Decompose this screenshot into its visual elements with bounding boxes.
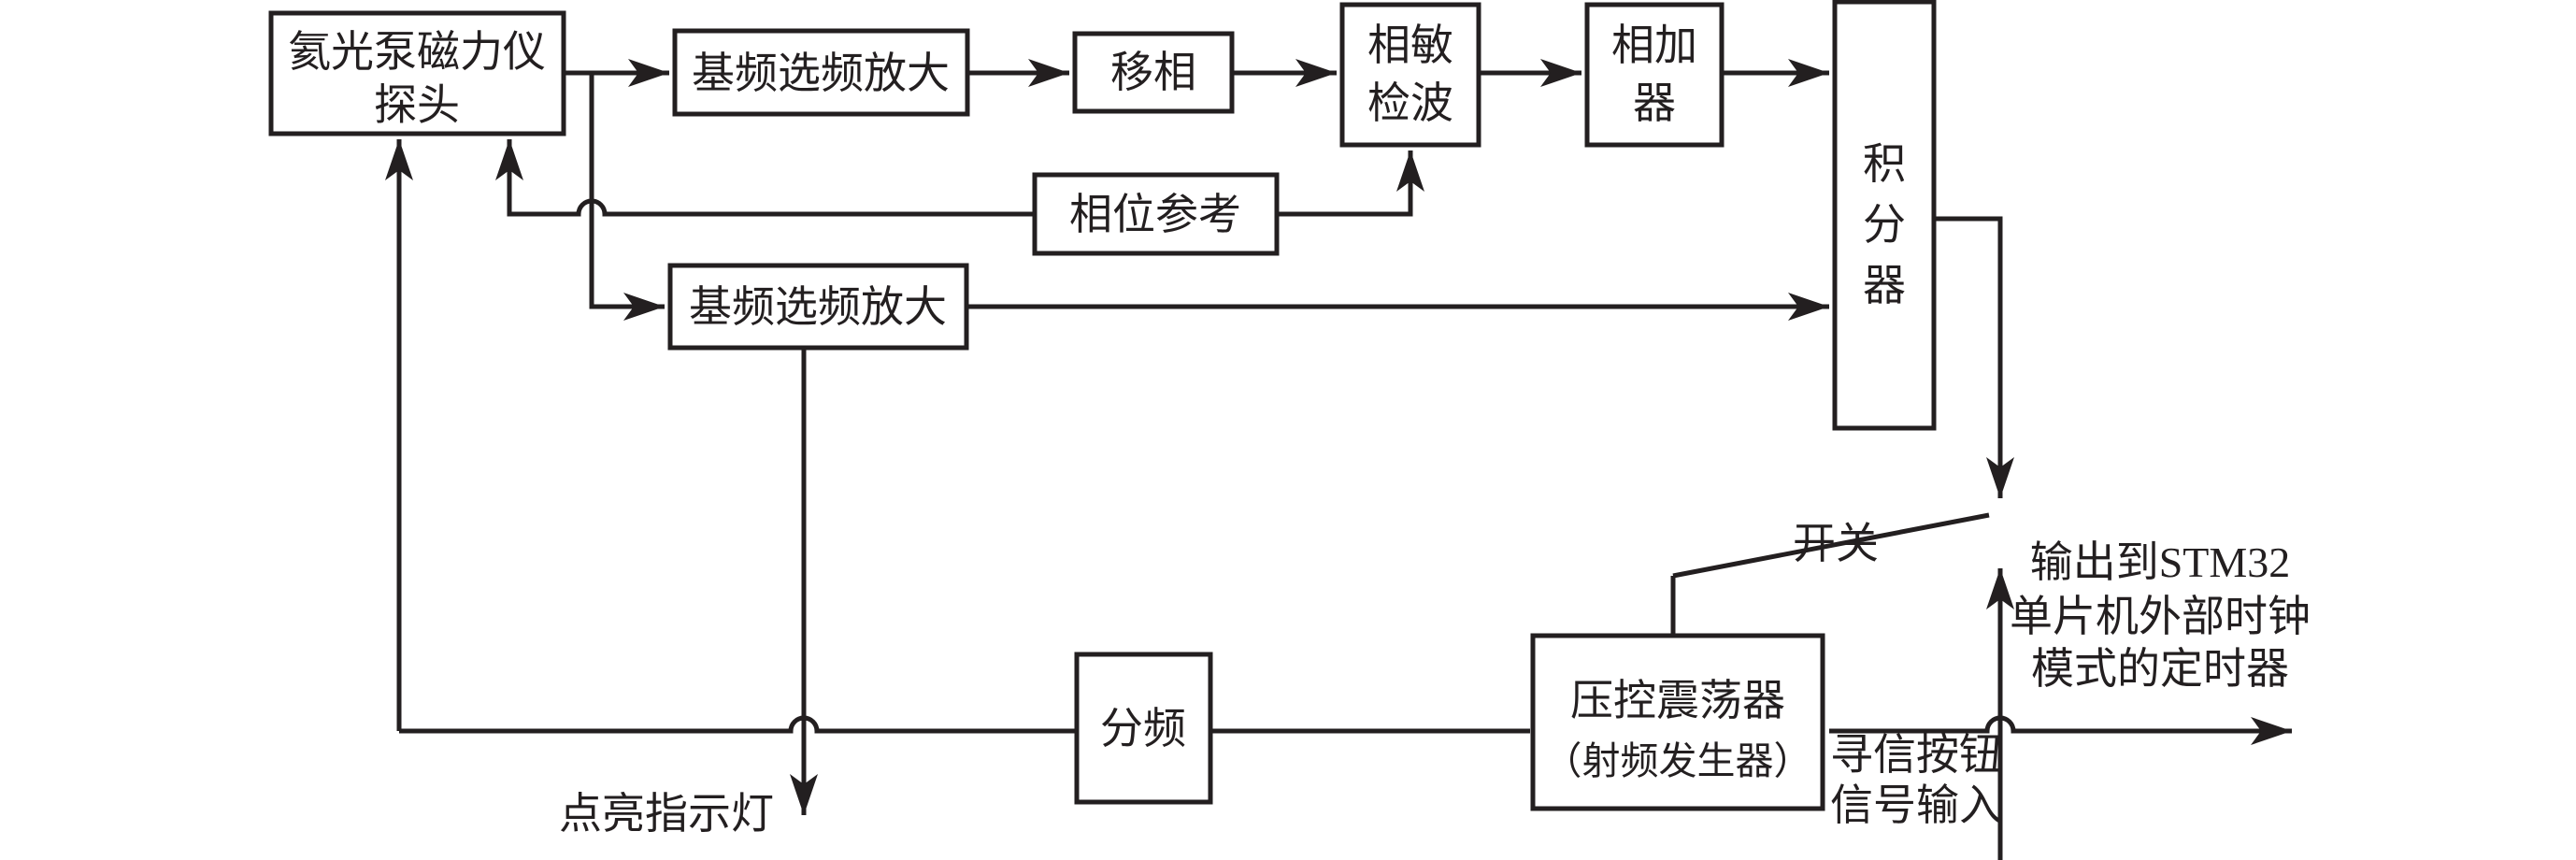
probe-label-line2: 探头 <box>374 81 460 129</box>
connector-phaseref-to-probe <box>495 139 1035 217</box>
amp2-block-group: 基频选频放大 <box>667 263 969 351</box>
phase-ref-block-group: 相位参考 <box>1032 172 1280 256</box>
switch-label: 开关 <box>1793 520 1879 567</box>
amp2-block <box>667 263 969 351</box>
connector-branch-to-amp2 <box>589 73 665 321</box>
vco-label-line2: （射频发生器） <box>1544 739 1812 782</box>
phase-ref-label: 相位参考 <box>1069 191 1241 238</box>
integrator-block-group: 积 分 器 <box>1832 0 1937 431</box>
stm32-label-line2: 单片机外部时钟 <box>2010 593 2311 640</box>
button-label-line2: 信号输入 <box>1830 781 2002 829</box>
vco-block <box>1530 633 1825 811</box>
vco-label-line1: 压控震荡器 <box>1570 677 1785 724</box>
amp1-block <box>672 28 970 117</box>
lamp-label: 点亮指示灯 <box>559 790 774 838</box>
divider-block <box>1074 652 1213 805</box>
probe-label-line1: 氦光泵磁力仪 <box>288 28 546 76</box>
adder-label-line1: 相加 <box>1611 22 1697 69</box>
probe-block <box>268 10 566 136</box>
adder-block <box>1584 2 1724 148</box>
phase-shift-block-group: 移相 <box>1072 31 1235 114</box>
divider-block-group: 分频 <box>1074 652 1213 805</box>
phase-ref-block <box>1032 172 1280 256</box>
phase-shift-block <box>1072 31 1235 114</box>
amp1-block-group: 基频选频放大 <box>672 28 970 117</box>
probe-block-group: 氦光泵磁力仪 探头 <box>268 10 566 136</box>
integrator-label-char1: 积 <box>1863 140 1906 188</box>
amp1-label: 基频选频放大 <box>692 50 950 97</box>
divider-label: 分频 <box>1100 705 1186 752</box>
integrator-label-char3: 器 <box>1863 262 1906 309</box>
integrator-label-char2: 分 <box>1863 201 1906 249</box>
connector-integrator-to-switch <box>1934 216 2014 498</box>
adder-block-group: 相加 器 <box>1584 2 1724 148</box>
psd-label-line2: 检波 <box>1367 79 1453 127</box>
bottom-bus-left-segment <box>399 715 1077 734</box>
amp2-label: 基频选频放大 <box>689 283 947 331</box>
vco-block-group: 压控震荡器 （射频发生器） <box>1530 633 1825 811</box>
psd-label-line1: 相敏 <box>1367 22 1453 69</box>
psd-block <box>1339 2 1481 148</box>
bottom-bus-output-segment <box>1829 715 2292 745</box>
button-label-line1: 寻信按钮 <box>1830 731 2002 779</box>
switch-blade <box>1672 512 1990 579</box>
integrator-block <box>1832 0 1937 431</box>
stm32-label-line1: 输出到STM32 <box>2030 538 2291 586</box>
phase-shift-label: 移相 <box>1110 49 1196 96</box>
stm32-label-line3: 模式的定时器 <box>2031 645 2289 693</box>
psd-block-group: 相敏 检波 <box>1339 2 1481 148</box>
connector-phaseref-to-psd <box>1277 150 1424 217</box>
adder-label-line2: 器 <box>1633 79 1676 127</box>
